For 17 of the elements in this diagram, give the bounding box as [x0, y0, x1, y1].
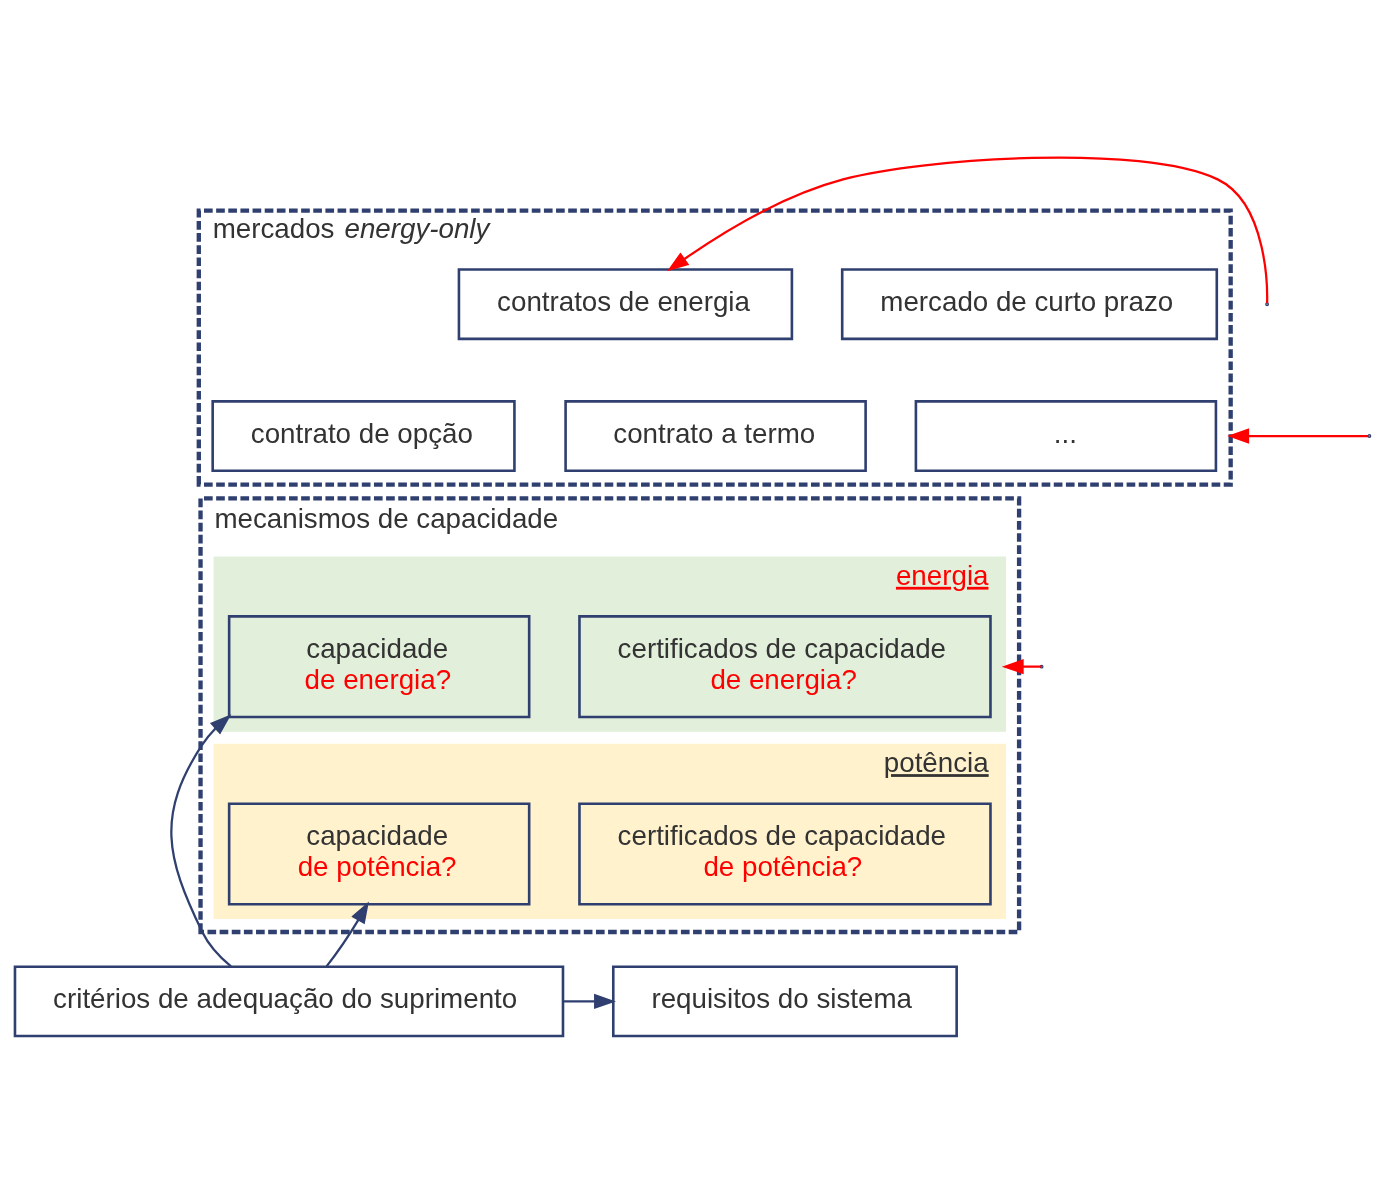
arrow — [563, 993, 616, 1009]
node-box: certificados de capacidade de energia? — [578, 614, 992, 718]
node-box: capacidade de potência? — [227, 801, 531, 906]
arrow — [170, 713, 232, 967]
arrow — [325, 901, 369, 967]
node-box: contratos de energia — [457, 267, 794, 340]
arrow — [667, 155, 1269, 303]
node-box: capacidade de energia? — [227, 614, 531, 718]
node-box: contrato de opção — [211, 399, 516, 472]
node-box: requisitos do sistema — [612, 964, 958, 1037]
node-box: contrato a termo — [564, 399, 867, 472]
node-box: certificados de capacidade de potência? — [578, 801, 992, 906]
node-box: critérios de adequação do suprimento — [13, 964, 565, 1037]
node-box: mercado de curto prazo — [840, 267, 1219, 340]
arrow — [1227, 427, 1369, 444]
node-box: ... — [914, 399, 1218, 472]
arrow — [1001, 658, 1041, 674]
